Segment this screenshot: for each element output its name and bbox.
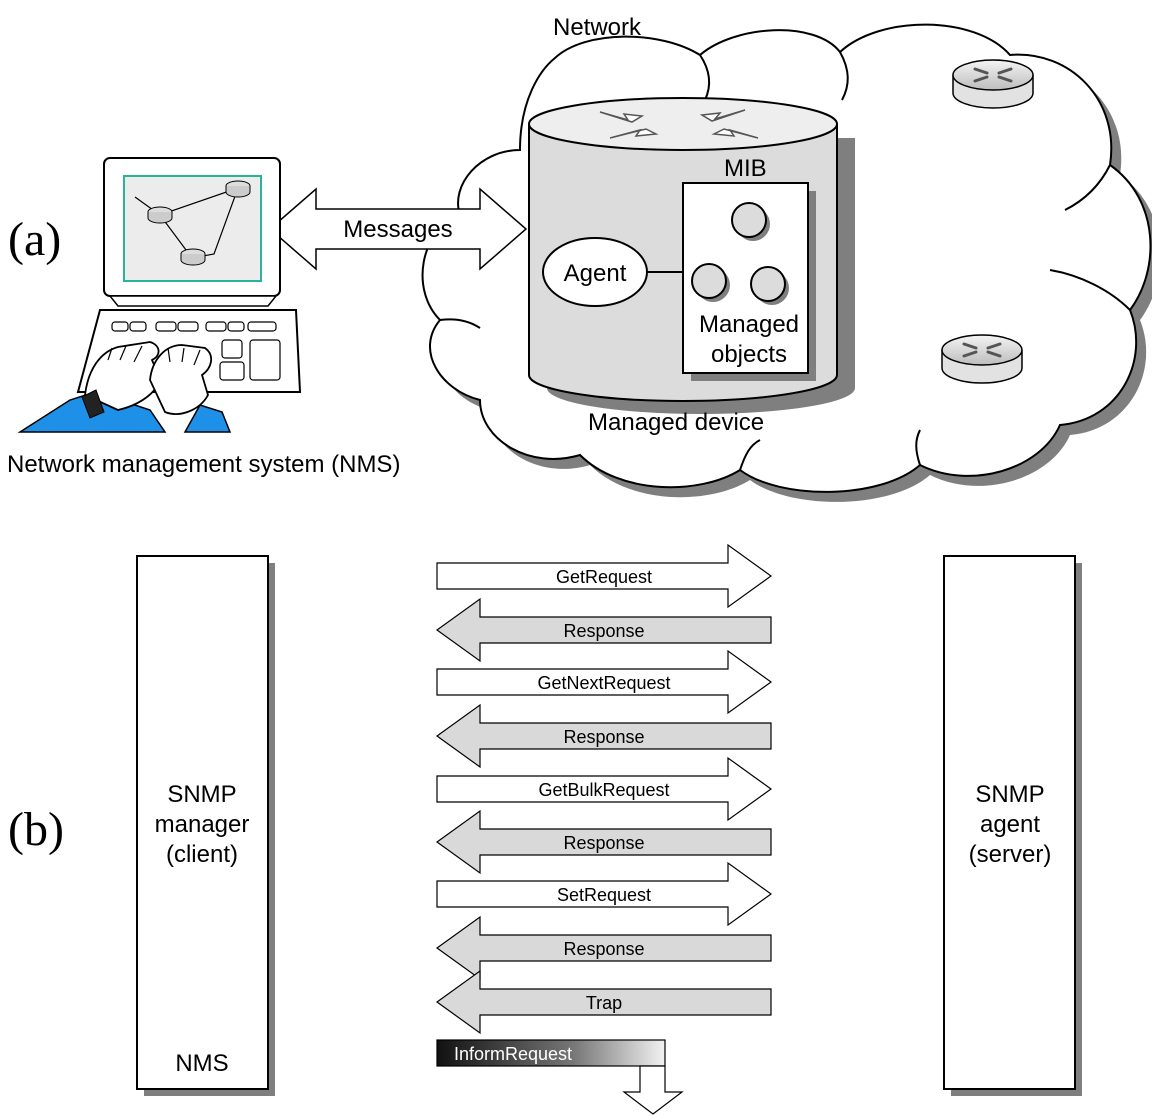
- message-arrow-trap: [435, 969, 772, 1035]
- message-arrow-response: [435, 915, 772, 981]
- message-arrow-response: [435, 597, 772, 663]
- agent-line3: (server): [969, 841, 1052, 868]
- manager-line3: (client): [166, 841, 238, 868]
- computer-workstation-icon: [103, 157, 281, 307]
- network-label: Network: [553, 14, 642, 41]
- agent-line2: agent: [980, 811, 1040, 838]
- messages-label: Messages: [343, 216, 452, 243]
- manager-line2: manager: [155, 811, 250, 838]
- message-label: Response: [563, 727, 644, 747]
- message-arrow-informrequest: [436, 1039, 666, 1067]
- router-top-arrows: [599, 109, 759, 139]
- message-arrow-response: [435, 703, 772, 769]
- panel-label-a: (a): [8, 213, 61, 266]
- messages-arrow: [268, 187, 528, 271]
- message-label: Response: [563, 621, 644, 641]
- message-label: InformRequest: [454, 1044, 572, 1064]
- message-label: Trap: [586, 993, 622, 1013]
- managed-objects-line2: objects: [711, 341, 787, 368]
- managed-objects-line1: Managed: [699, 311, 799, 338]
- snmp-manager-box: [136, 555, 269, 1090]
- agent-label: Agent: [564, 260, 627, 287]
- message-label: SetRequest: [557, 885, 651, 905]
- message-label: Response: [563, 939, 644, 959]
- snmp-agent-box: [943, 555, 1076, 1090]
- nms-label: Network management system (NMS): [7, 451, 400, 478]
- hands-typing-icon: [17, 341, 232, 433]
- message-label: GetNextRequest: [537, 673, 670, 693]
- message-arrow-getbulkrequest: [436, 756, 773, 822]
- router-icon: [951, 58, 1035, 110]
- mib-label: MIB: [724, 155, 767, 182]
- screen-router-icon: [147, 180, 251, 266]
- message-arrows: GetRequestResponseGetNextRequestResponse…: [435, 543, 773, 1115]
- managed-object-circles: [691, 202, 789, 305]
- router-icon: [940, 333, 1024, 385]
- message-label: GetBulkRequest: [538, 780, 669, 800]
- manager-line1: SNMP: [167, 781, 236, 808]
- message-label: GetRequest: [556, 567, 652, 587]
- informrequest-down-arrowhead: [622, 1065, 684, 1115]
- message-arrow-getrequest: [436, 543, 773, 609]
- message-arrow-setrequest: [436, 861, 773, 927]
- message-label: Response: [563, 833, 644, 853]
- manager-bottom-label: NMS: [175, 1050, 228, 1077]
- message-arrow-response: [435, 809, 772, 875]
- panel-label-b: (b): [8, 803, 64, 856]
- message-arrow-getnextrequest: [436, 649, 773, 715]
- managed-device-label: Managed device: [588, 409, 764, 436]
- agent-line1: SNMP: [975, 781, 1044, 808]
